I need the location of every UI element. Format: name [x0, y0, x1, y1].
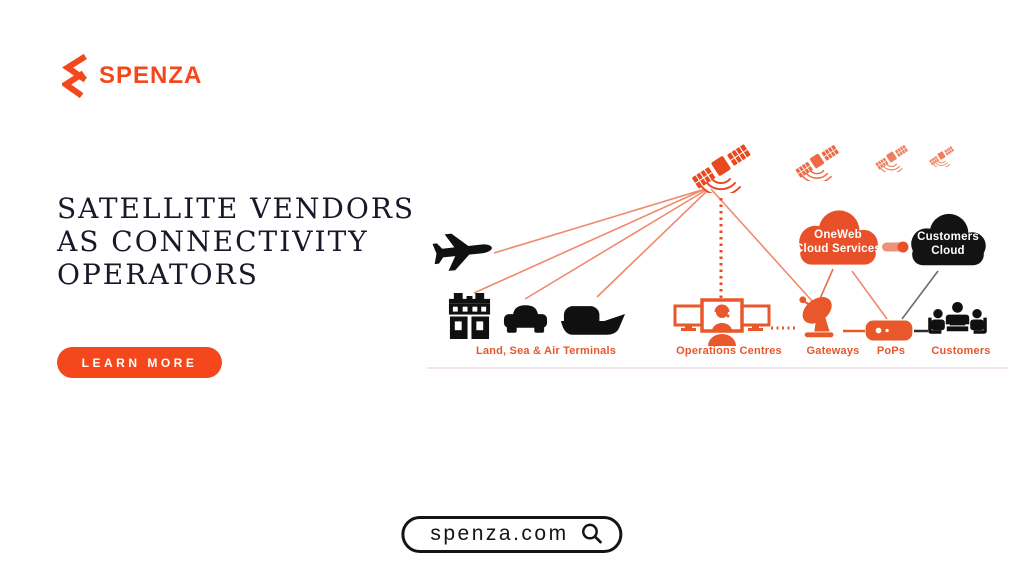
car-icon: [503, 305, 548, 333]
oneweb-cloud-label: OneWeb Cloud Services: [791, 229, 885, 256]
terminal-building-icon: [448, 293, 491, 339]
satellite-icon: [874, 143, 909, 172]
customers-cloud-shape: [911, 213, 986, 266]
airplane-icon: [432, 233, 492, 271]
page-title: SATELLITE VENDORS AS CONNECTIVITY OPERAT…: [57, 192, 415, 291]
customers-meeting-icon: [928, 301, 987, 334]
oneweb-cloud-shape: [799, 210, 878, 265]
oneweb-cloud: OneWeb Cloud Services: [791, 205, 885, 271]
title-line-2: AS CONNECTIVITY: [57, 225, 369, 258]
connectivity-diagram: OneWeb Cloud Services Customers Cloud La: [425, 125, 1010, 375]
cloud-connector-icon: [882, 241, 909, 253]
connection-lines: [427, 188, 1008, 369]
customers-cloud-line2: Cloud: [931, 244, 965, 257]
site-link[interactable]: spenza.com: [401, 516, 623, 553]
pops-router-icon: [865, 320, 913, 341]
site-url: spenza.com: [430, 521, 569, 545]
title-line-1: SATELLITE VENDORS: [57, 192, 416, 225]
satellite-icon: [793, 142, 841, 181]
oneweb-cloud-line2: Cloud Services: [795, 242, 881, 255]
terminals-label: Land, Sea & Air Terminals: [475, 345, 617, 357]
title-line-3: OPERATORS: [57, 258, 259, 291]
operations-label: Operations Centres: [676, 345, 782, 357]
satellite-icon: [928, 145, 955, 167]
ship-icon: [560, 306, 626, 335]
gateway-dish-icon: [799, 296, 834, 338]
customers-cloud-label: Customers Cloud: [901, 231, 995, 258]
pops-label: PoPs: [876, 345, 906, 357]
customers-label: Customers: [931, 345, 991, 357]
customers-cloud-line1: Customers: [917, 231, 979, 243]
brand-name: SPENZA: [99, 62, 203, 89]
satellite-icon: [689, 141, 753, 193]
search-icon[interactable]: [581, 522, 604, 545]
gateways-label: Gateways: [806, 345, 860, 357]
spenza-logo: SPENZA: [62, 52, 202, 100]
oneweb-cloud-line1: OneWeb: [814, 229, 862, 241]
operations-centre-icon: [673, 298, 771, 346]
customers-cloud: Customers Cloud: [901, 209, 995, 271]
spenza-logo-icon: [62, 53, 88, 99]
learn-more-button[interactable]: LEARN MORE: [57, 347, 222, 378]
